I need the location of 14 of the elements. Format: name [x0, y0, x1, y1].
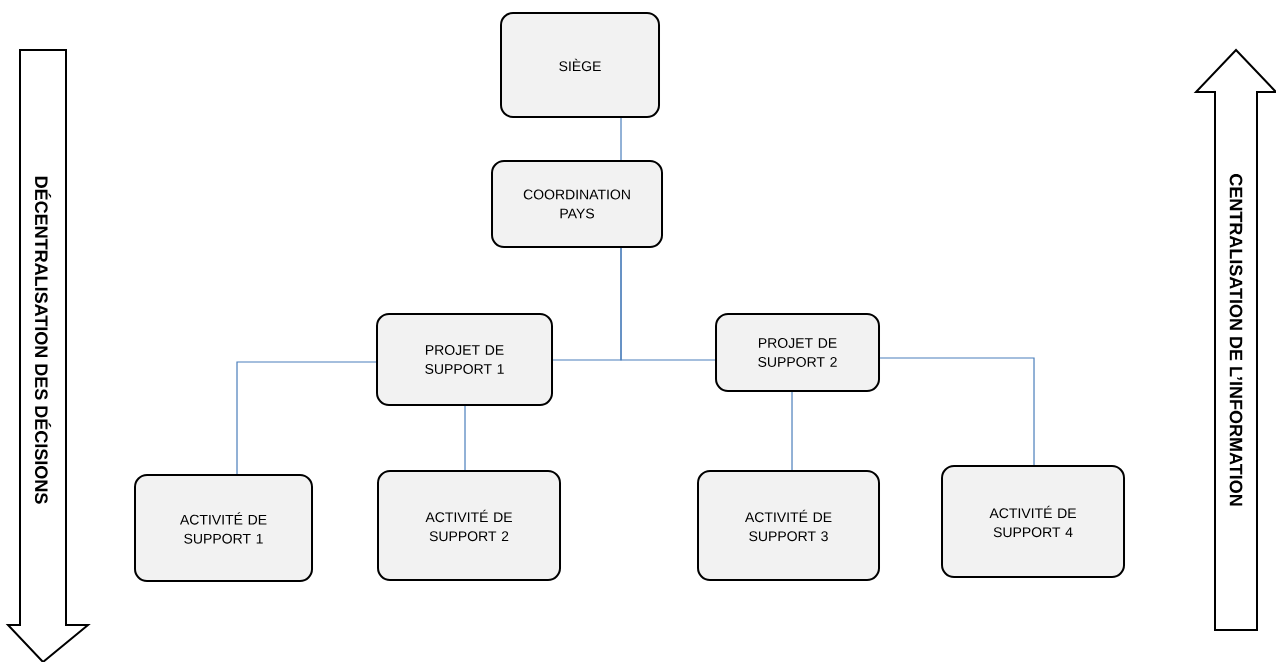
connector-line	[879, 357, 1035, 466]
org-box: SIÈGE	[500, 12, 660, 118]
org-box: PROJET DE SUPPORT 2	[715, 313, 880, 392]
org-box: ACTIVITÉ DE SUPPORT 1	[134, 474, 313, 582]
connector-line	[464, 405, 466, 471]
org-box: PROJET DE SUPPORT 1	[376, 313, 553, 406]
org-box: ACTIVITÉ DE SUPPORT 3	[697, 470, 880, 581]
connector-line	[620, 247, 716, 361]
connector-line	[620, 117, 622, 161]
org-box: COORDINATION PAYS	[491, 160, 663, 248]
org-box: ACTIVITÉ DE SUPPORT 4	[941, 465, 1125, 578]
connector-line	[236, 361, 377, 475]
connector-line	[791, 391, 793, 471]
org-box: ACTIVITÉ DE SUPPORT 2	[377, 470, 561, 581]
